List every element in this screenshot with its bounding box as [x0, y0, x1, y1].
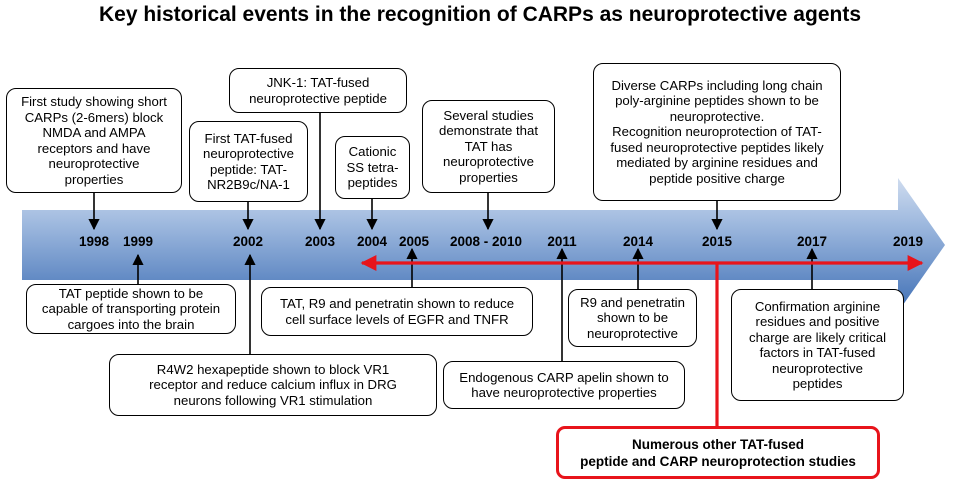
timeline-arrow	[22, 178, 945, 312]
event-2014-box: R9 and penetratin shown to be neuroprote…	[568, 289, 697, 347]
year-1999: 1999	[122, 234, 154, 249]
event-2008-2010-box: Several studies demonstrate that TAT has…	[422, 100, 555, 193]
year-1998: 1998	[78, 234, 110, 249]
year-2003: 2003	[304, 234, 336, 249]
event-2017-box: Confirmation arginine residues and posit…	[731, 289, 904, 401]
year-2019: 2019	[892, 234, 924, 249]
event-2004-box: Cationic SS tetra- peptides	[335, 136, 410, 199]
year-2015: 2015	[701, 234, 733, 249]
event-2005-box: TAT, R9 and penetratin shown to reduce c…	[261, 287, 533, 336]
event-2002-bottom-box: R4W2 hexapeptide shown to block VR1 rece…	[109, 354, 437, 416]
event-1998-box: First study showing short CARPs (2-6mers…	[6, 88, 182, 193]
year-2005: 2005	[398, 234, 430, 249]
year-2014: 2014	[622, 234, 654, 249]
year-2017: 2017	[796, 234, 828, 249]
event-2015-box: Diverse CARPs including long chain poly-…	[593, 63, 841, 201]
year-2011: 2011	[547, 234, 577, 249]
event-2011-box: Endogenous CARP apelin shown to have neu…	[443, 361, 685, 409]
numerous-studies-box: Numerous other TAT-fused peptide and CAR…	[556, 426, 880, 479]
year-2002: 2002	[232, 234, 264, 249]
year-2008-2010: 2008 - 2010	[449, 234, 523, 249]
year-2004: 2004	[356, 234, 388, 249]
event-2003-box: JNK-1: TAT-fused neuroprotective peptide	[229, 68, 407, 113]
diagram-title: Key historical events in the recognition…	[98, 3, 861, 26]
event-1999-box: TAT peptide shown to be capable of trans…	[26, 284, 236, 334]
event-2002-top-box: First TAT-fused neuroprotective peptide:…	[189, 121, 308, 202]
